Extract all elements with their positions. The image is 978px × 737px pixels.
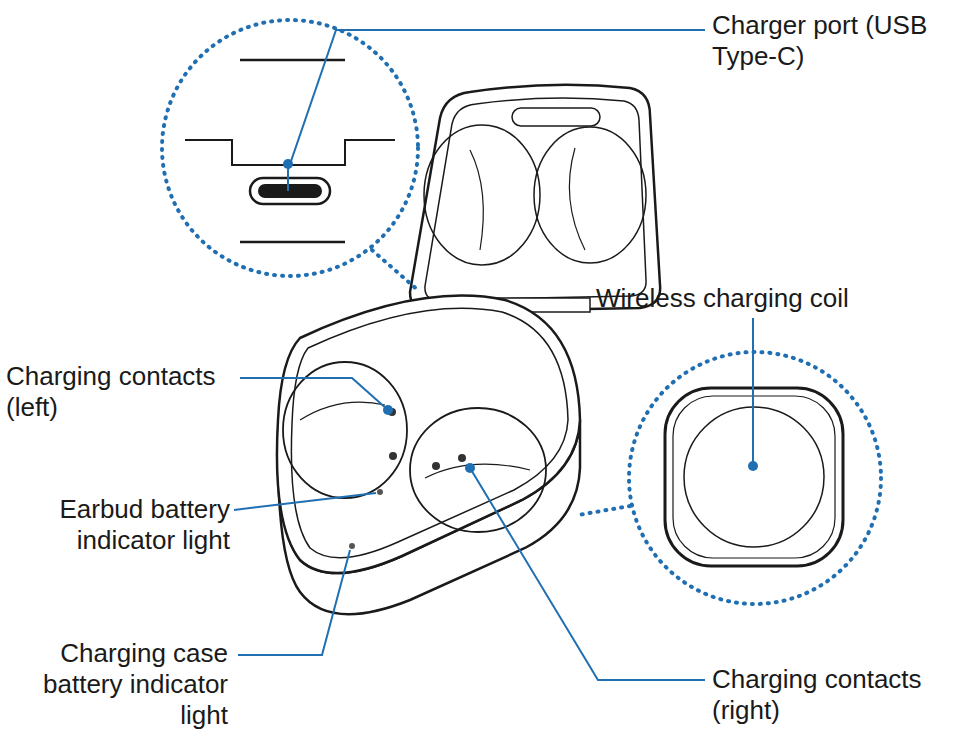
leader-line [238, 550, 350, 655]
usb-port [250, 178, 330, 204]
lid-recess-detail [470, 150, 483, 250]
leader-line [240, 378, 388, 410]
port-detail [240, 59, 345, 62]
charging-contact [458, 454, 466, 462]
recess-detail [300, 402, 385, 420]
indicator-light [377, 489, 383, 495]
callout-label: Charger port (USB Type-C) [712, 10, 952, 72]
recess-detail [425, 464, 530, 478]
port-detail [240, 241, 345, 244]
leader-line [234, 493, 376, 510]
lid-outer [410, 85, 660, 312]
magnifier-circle [629, 352, 881, 604]
lid-recess-right [534, 127, 646, 263]
earbud-recess-left [283, 362, 407, 498]
callout-label: Charging case battery indicator light [20, 638, 228, 731]
callout-label: Earbud battery indicator light [30, 494, 230, 556]
lid-magnet [512, 108, 600, 126]
callout-label: Charging contacts (right) [712, 664, 952, 726]
magnifier-link [372, 250, 420, 292]
charging-contact [432, 462, 440, 470]
magnifier-link [578, 506, 630, 515]
usb-port-inner [258, 184, 322, 198]
leader-dot [748, 461, 758, 471]
leader-dot [383, 405, 393, 415]
magnifier-circle [162, 20, 418, 276]
earbud-recess-right [410, 408, 546, 532]
indicator-light [349, 543, 355, 549]
leader-line [470, 468, 705, 680]
callout-label: Wireless charging coil [596, 283, 976, 314]
lid-recess-left [424, 125, 540, 265]
leader-dot [465, 463, 475, 473]
leader-line [288, 30, 705, 191]
leader-dot [283, 159, 293, 169]
leader-line [752, 318, 754, 466]
charging-contact [389, 452, 397, 460]
lid-inner [425, 98, 646, 300]
lid-recess-detail [569, 148, 585, 250]
case-rim [277, 296, 580, 573]
callout-label: Charging contacts (left) [6, 361, 246, 423]
case-rim-inner [291, 308, 568, 557]
